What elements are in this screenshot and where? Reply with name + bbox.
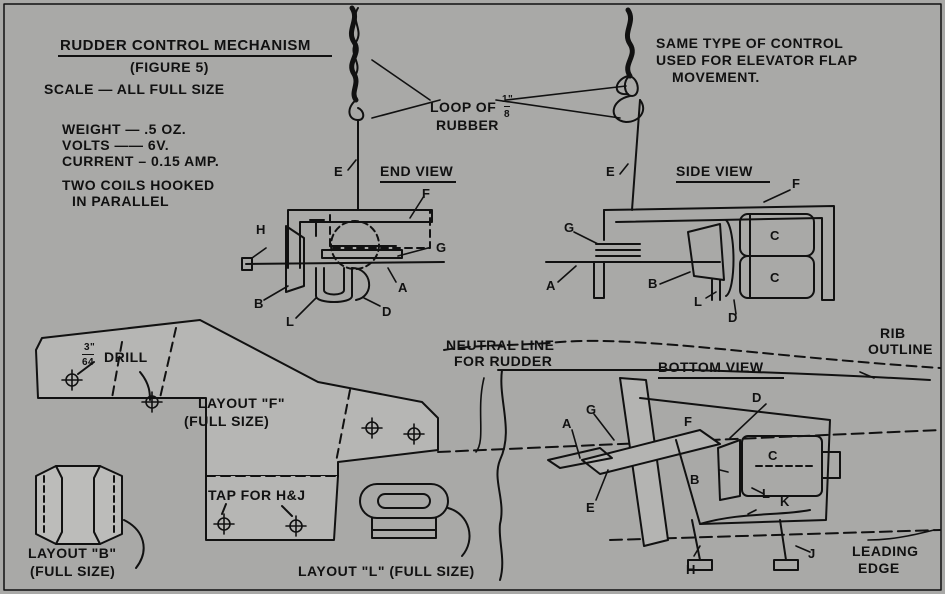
drill-fraction-den: 64: [82, 354, 95, 370]
note-same-type-1: SAME TYPE OF CONTROL: [656, 35, 844, 51]
note-same-type-2: USED FOR ELEVATOR FLAP: [656, 52, 858, 68]
leading-edge-label-1: LEADING: [852, 543, 919, 559]
bottom-view-title: BOTTOM VIEW: [658, 359, 764, 375]
end-label-f: F: [422, 186, 431, 201]
layout-b-title: LAYOUT "B": [28, 545, 117, 561]
rubber-label: RUBBER: [436, 117, 499, 133]
note-same-type-3: MOVEMENT.: [672, 69, 760, 85]
bottom-label-k: K: [780, 494, 790, 509]
neutral-line-label-1: NEUTRAL LINE: [446, 337, 555, 353]
side-label-b: B: [648, 276, 658, 291]
side-label-g: G: [564, 220, 575, 235]
end-label-e: E: [334, 164, 344, 179]
end-view-title: END VIEW: [380, 163, 454, 179]
bottom-label-c: C: [768, 448, 778, 463]
layout-f-drawing: [35, 319, 439, 541]
side-label-a: A: [546, 278, 556, 293]
layout-l-title: LAYOUT "L" (FULL SIZE): [298, 563, 475, 579]
end-label-d: D: [382, 304, 392, 319]
bottom-label-l: L: [762, 486, 771, 501]
tap-label: TAP FOR H&J: [208, 487, 306, 503]
bottom-label-g: G: [586, 402, 597, 417]
bottom-label-h: H: [686, 562, 696, 577]
layout-f-title: LAYOUT "F": [198, 395, 285, 411]
side-label-e: E: [606, 164, 616, 179]
bottom-label-d: D: [752, 390, 762, 405]
loop-fraction-num: 1": [502, 94, 514, 105]
title: RUDDER CONTROL MECHANISM: [60, 37, 311, 54]
bottom-label-f: F: [684, 414, 693, 429]
side-label-l: L: [694, 294, 703, 309]
layout-b-size: (FULL SIZE): [30, 563, 116, 579]
spec-weight: WEIGHT — .5 OZ.: [62, 121, 187, 137]
end-label-h: H: [256, 222, 266, 237]
bottom-label-b: B: [690, 472, 700, 487]
leader-lines: [251, 59, 935, 557]
neutral-line-label-2: FOR RUDDER: [454, 353, 553, 369]
scale-note: SCALE — ALL FULL SIZE: [44, 81, 225, 97]
layout-f-size: (FULL SIZE): [184, 413, 270, 429]
drill-fraction-num: 3": [84, 342, 96, 353]
end-label-g: G: [436, 240, 447, 255]
side-view-title: SIDE VIEW: [676, 163, 753, 179]
end-label-l: L: [286, 314, 295, 329]
spec-volts: VOLTS —— 6V.: [62, 137, 170, 153]
bottom-label-a: A: [562, 416, 572, 431]
spec-coils-2: IN PARALLEL: [72, 193, 170, 209]
loop-fraction-den: 8: [504, 106, 511, 122]
spec-coils-1: TWO COILS HOOKED: [62, 177, 215, 193]
side-view-drawing: [545, 7, 835, 301]
side-label-f: F: [792, 176, 801, 191]
end-label-a: A: [398, 280, 408, 295]
bottom-view-drawing: [437, 339, 941, 581]
outer-frame: [3, 3, 942, 591]
figure-number: (FIGURE 5): [130, 59, 209, 75]
spec-current: CURRENT – 0.15 AMP.: [62, 153, 220, 169]
side-label-c-lower: C: [770, 270, 780, 285]
rib-label-1: RIB: [880, 325, 906, 341]
end-view-drawing: [241, 5, 445, 303]
leading-edge-label-2: EDGE: [858, 560, 900, 576]
rib-label-2: OUTLINE: [868, 341, 933, 357]
layout-b-drawing: [35, 465, 145, 569]
bottom-label-e: E: [586, 500, 596, 515]
drill-label: DRILL: [104, 349, 148, 365]
side-label-d: D: [728, 310, 738, 325]
bottom-label-j: J: [808, 546, 816, 561]
end-label-b: B: [254, 296, 264, 311]
side-label-c-upper: C: [770, 228, 780, 243]
layout-l-drawing: [359, 483, 471, 557]
loop-of-label: LOOP OF: [430, 99, 497, 115]
